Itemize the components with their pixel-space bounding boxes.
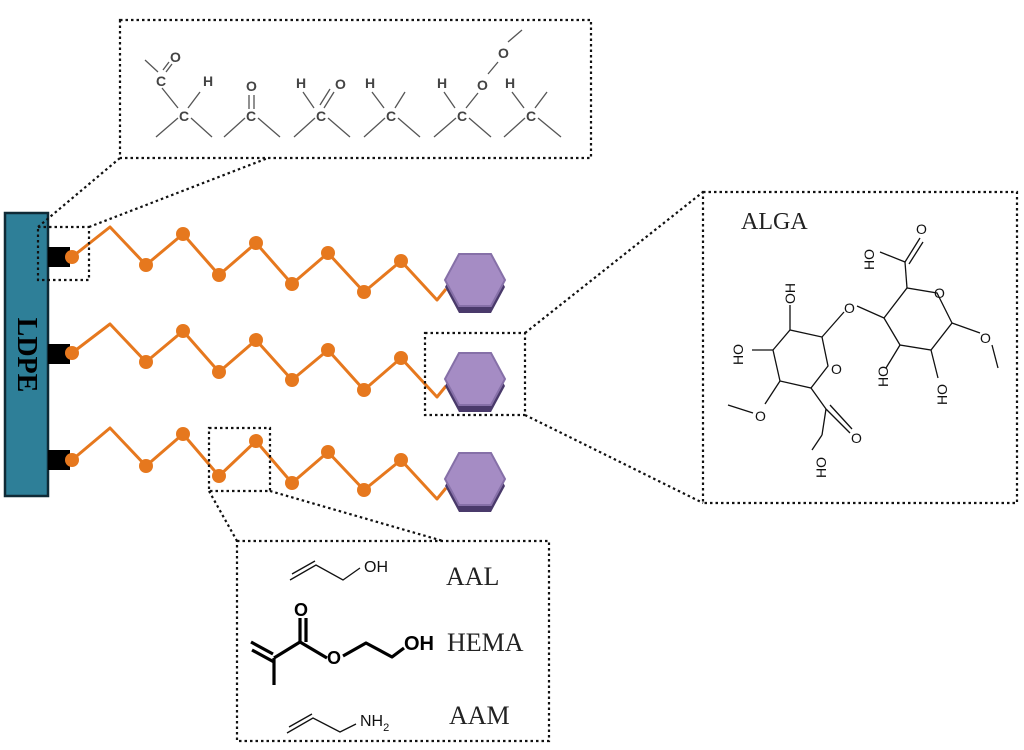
monomer-aal: OH AAL: [289, 559, 499, 591]
monomers-inset: OH AAL O O OH HEMA NH2 AAM: [235, 539, 551, 743]
svg-text:C: C: [156, 73, 166, 89]
svg-text:O: O: [980, 330, 991, 346]
svg-text:HO: HO: [861, 249, 877, 270]
svg-text:OH: OH: [364, 559, 388, 576]
leader-line: [88, 156, 269, 229]
svg-text:O: O: [755, 408, 766, 424]
svg-text:H: H: [296, 75, 306, 91]
end-group-highlight-box: [423, 331, 527, 417]
svg-text:OH: OH: [782, 283, 798, 304]
alginate-title: ALGA: [741, 209, 808, 235]
leader-line: [524, 414, 704, 504]
svg-text:O: O: [246, 78, 257, 94]
svg-text:C: C: [457, 108, 467, 124]
svg-text:H: H: [203, 73, 213, 89]
alginate-inset: ALGA O OH HO O O HO O: [701, 190, 1019, 505]
grafted-chain-3: [65, 426, 506, 513]
anchor-block: [48, 450, 70, 470]
grafted-chain-1: [65, 225, 506, 314]
surface-highlight-box: [36, 225, 91, 282]
svg-text:O: O: [844, 300, 855, 316]
svg-text:H: H: [365, 75, 375, 91]
svg-text:NH2: NH2: [360, 713, 389, 734]
anchor-block: [48, 247, 70, 267]
ldpe-substrate: LDPE: [3, 211, 50, 498]
svg-text:C: C: [246, 108, 256, 124]
svg-text:O: O: [934, 285, 945, 301]
svg-text:H: H: [505, 75, 515, 91]
anchor-block: [48, 344, 70, 364]
svg-text:AAM: AAM: [449, 701, 510, 730]
svg-text:O: O: [916, 221, 927, 237]
substrate-label: LDPE: [11, 318, 42, 393]
svg-text:O: O: [294, 600, 308, 620]
svg-text:C: C: [316, 108, 326, 124]
svg-text:HO: HO: [813, 457, 829, 478]
svg-text:O: O: [851, 430, 862, 446]
svg-text:HO: HO: [875, 366, 891, 387]
leader-line: [37, 157, 121, 228]
svg-text:C: C: [386, 108, 396, 124]
svg-text:O: O: [335, 76, 346, 92]
grafted-chain-2: [65, 322, 506, 413]
svg-text:HEMA: HEMA: [447, 628, 524, 657]
leader-line: [524, 191, 704, 334]
svg-text:O: O: [831, 361, 842, 377]
leader-line: [208, 490, 238, 542]
svg-text:HO: HO: [934, 384, 950, 405]
monomer-hema: O O OH HEMA: [250, 600, 524, 685]
svg-text:O: O: [477, 77, 488, 93]
svg-text:O: O: [170, 49, 181, 65]
svg-text:AAL: AAL: [446, 562, 499, 591]
surface-groups-inset: C O H C O C H O C: [118, 18, 593, 160]
monomer-highlight-box: [207, 426, 272, 493]
svg-text:H: H: [437, 75, 447, 91]
monomer-aam: NH2 AAM: [286, 701, 510, 734]
svg-text:HO: HO: [730, 344, 746, 365]
leader-line: [269, 489, 444, 543]
svg-text:O: O: [498, 45, 509, 61]
svg-text:O: O: [327, 648, 341, 668]
svg-text:C: C: [179, 108, 189, 124]
svg-text:C: C: [526, 108, 536, 124]
svg-text:OH: OH: [404, 633, 434, 655]
